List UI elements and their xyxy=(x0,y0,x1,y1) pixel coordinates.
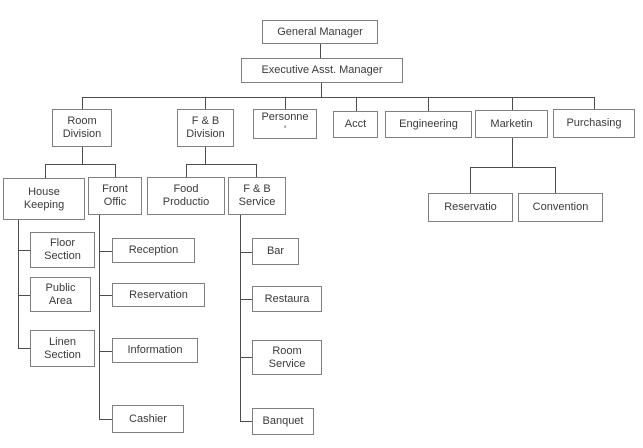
connector-line xyxy=(18,348,30,349)
node-general-manager: General Manager xyxy=(262,20,378,44)
connector-line xyxy=(45,164,46,178)
connector-line xyxy=(256,164,257,177)
connector-line xyxy=(285,97,286,109)
connector-line xyxy=(240,215,241,421)
connector-line xyxy=(82,147,83,164)
connector-line xyxy=(205,97,206,109)
node-engineering: Engineering xyxy=(385,111,472,138)
connector-line xyxy=(99,351,112,352)
connector-line xyxy=(320,44,321,58)
node-banquet: Banquet xyxy=(252,408,314,435)
node-marketing: Marketin xyxy=(475,110,548,138)
connector-line xyxy=(512,97,513,110)
node-personnel: Personne ' xyxy=(253,109,317,139)
connector-line xyxy=(240,357,252,358)
connector-line xyxy=(428,97,429,111)
node-front-office: Front Offic xyxy=(88,177,142,215)
node-reception: Reception xyxy=(112,238,195,263)
connector-line xyxy=(470,167,555,168)
connector-line xyxy=(82,97,595,98)
connector-line xyxy=(186,164,256,165)
connector-line xyxy=(45,164,115,165)
connector-line xyxy=(18,295,30,296)
node-executive-asst-manager: Executive Asst. Manager xyxy=(241,58,403,83)
node-bar: Bar xyxy=(252,238,299,265)
node-acct: Acct xyxy=(333,111,378,138)
connector-line xyxy=(240,299,252,300)
connector-line xyxy=(99,251,112,252)
node-restaurant: Restaura xyxy=(252,286,322,312)
connector-line xyxy=(99,215,100,419)
connector-line xyxy=(186,164,187,177)
connector-line xyxy=(18,220,19,349)
node-fb-division: F & B Division xyxy=(177,109,234,147)
connector-line xyxy=(115,164,116,177)
node-reservation-front-office: Reservation xyxy=(112,283,205,307)
node-house-keeping: House Keeping xyxy=(3,178,85,220)
connector-line xyxy=(470,167,471,193)
connector-line xyxy=(205,147,206,164)
node-reservation-marketing: Reservatio xyxy=(428,193,513,222)
node-purchasing: Purchasing xyxy=(553,109,635,138)
connector-line xyxy=(240,421,252,422)
connector-line xyxy=(555,167,556,193)
connector-line xyxy=(99,419,112,420)
connector-line xyxy=(512,138,513,167)
node-linen-section: Linen Section xyxy=(30,330,95,367)
node-food-production: Food Productio xyxy=(147,177,225,215)
connector-line xyxy=(356,97,357,111)
node-floor-section: Floor Section xyxy=(30,232,95,268)
node-information: Information xyxy=(112,338,198,363)
connector-line xyxy=(321,83,322,97)
node-fb-service: F & B Service xyxy=(228,177,286,215)
connector-line xyxy=(240,252,252,253)
node-public-area: Public Area xyxy=(30,277,91,312)
connector-line xyxy=(99,295,112,296)
connector-line xyxy=(82,97,83,109)
node-room-division: Room Division xyxy=(52,109,112,147)
connector-line xyxy=(18,250,30,251)
node-cashier: Cashier xyxy=(112,405,184,433)
node-convention: Convention xyxy=(518,193,603,222)
node-room-service: Room Service xyxy=(252,340,322,375)
connector-line xyxy=(594,97,595,109)
